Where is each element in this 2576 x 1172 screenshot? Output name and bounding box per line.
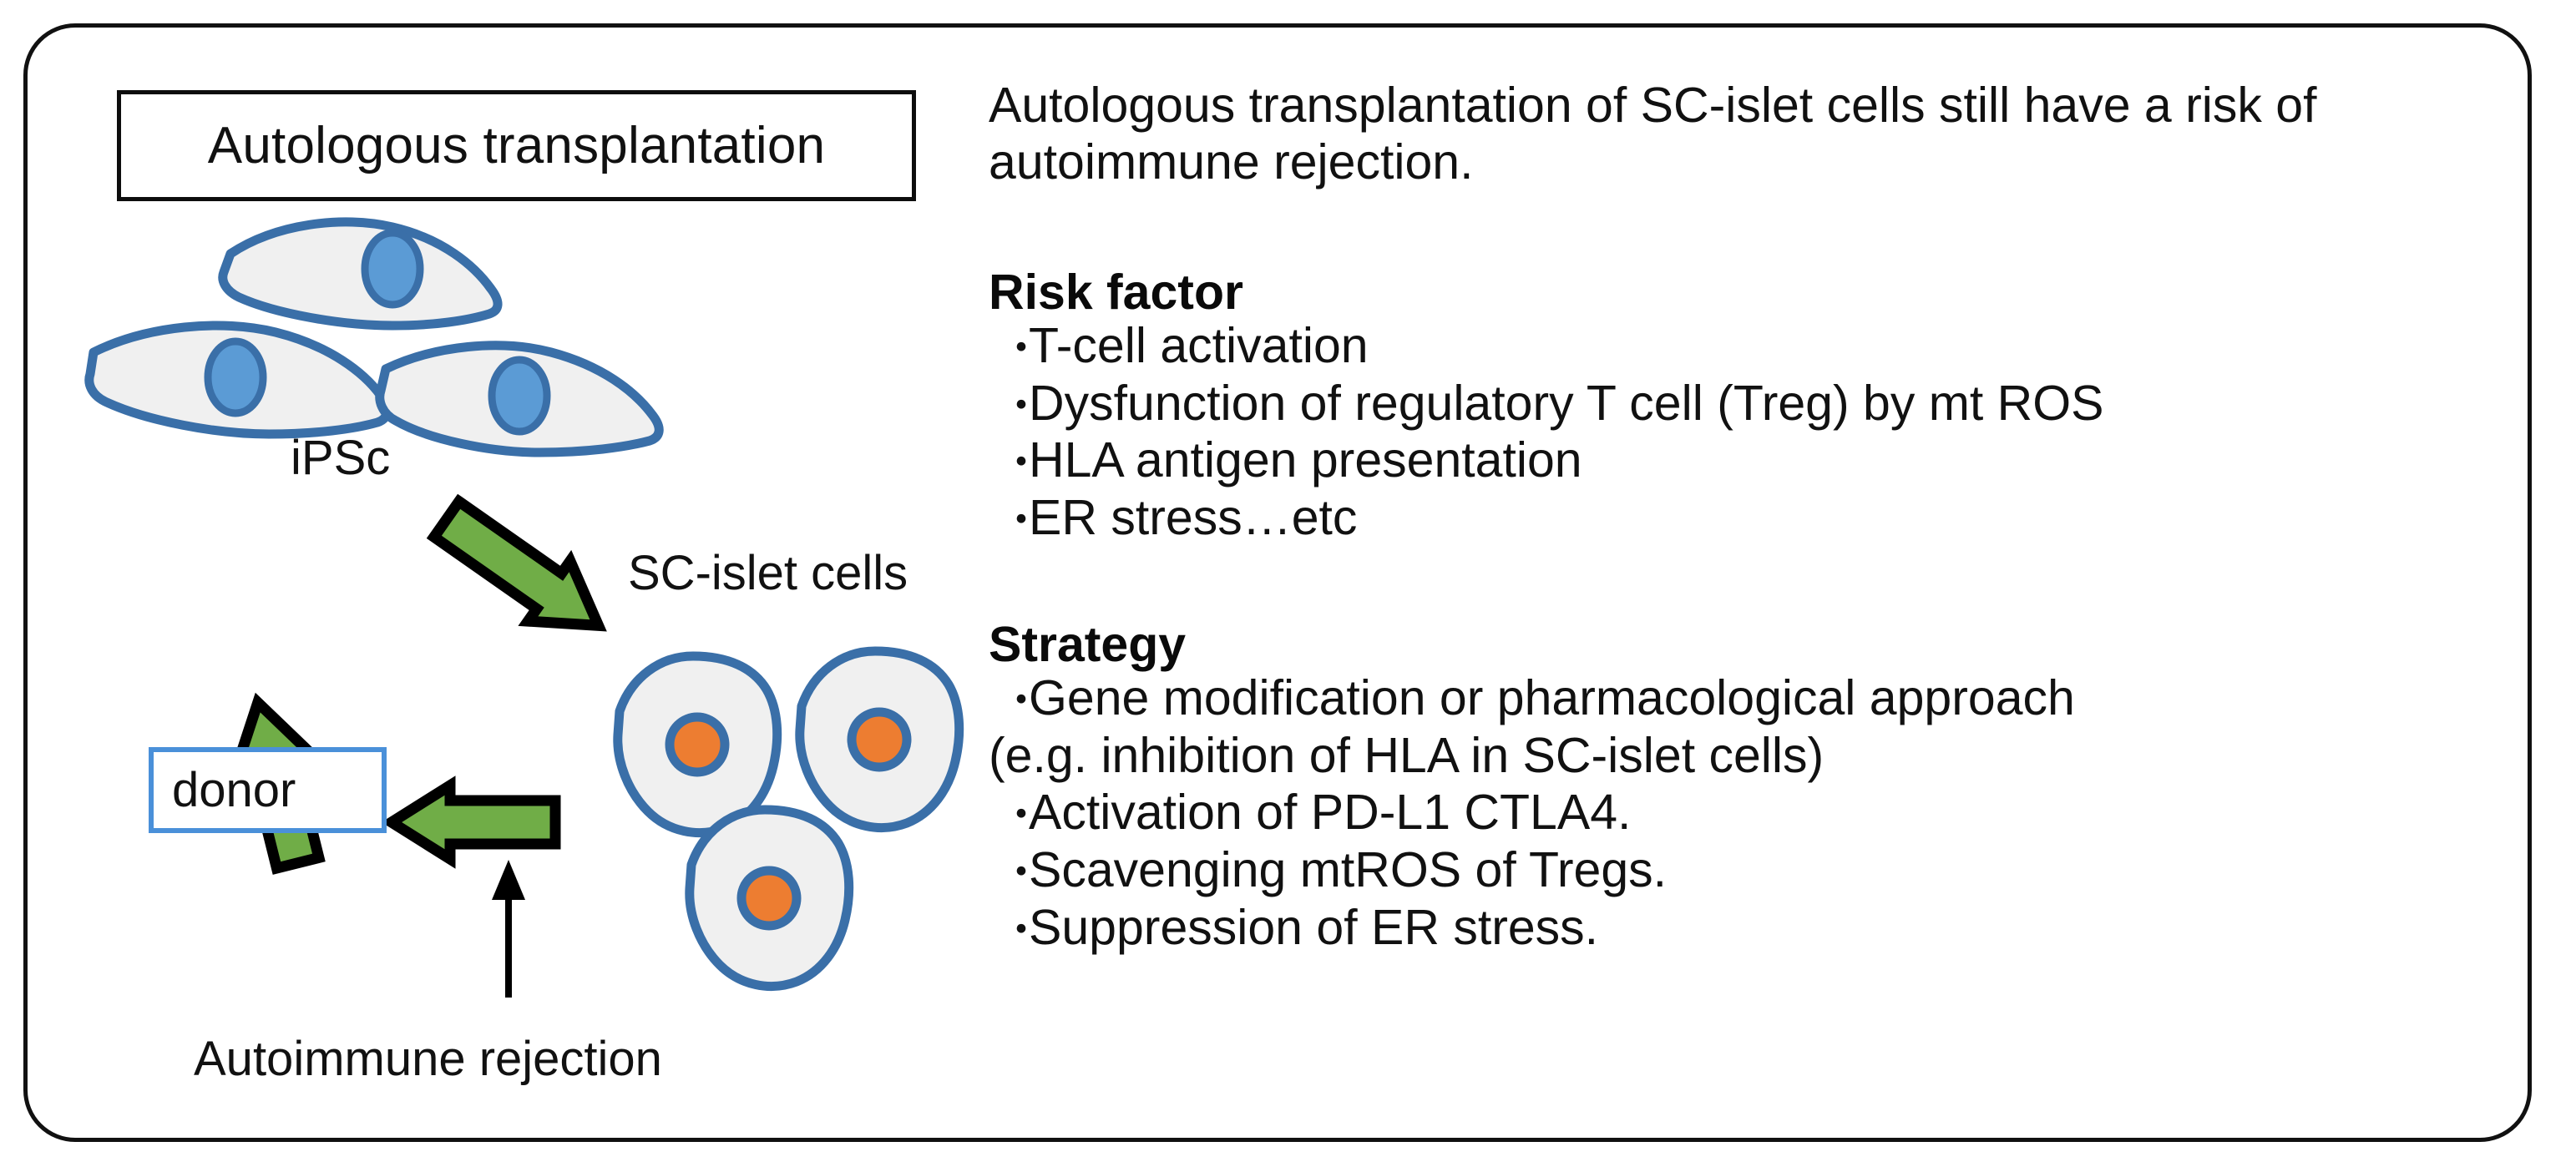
risk-factor-list: ・T-cell activation ・Dysfunction of regul… [989,317,2517,547]
list-item-label: Gene modification or pharmacological app… [1029,669,2075,725]
donor-box: donor [149,747,387,833]
autoimmune-rejection-label: Autoimmune rejection [194,1032,662,1086]
list-item: ・HLA antigen presentation [989,432,2517,489]
strategy-example-line: (e.g. inhibition of HLA in SC-islet cell… [989,727,1824,783]
bullet-dot-icon: ・ [1000,791,1042,839]
list-item-label: Dysfunction of regulatory T cell (Treg) … [1029,375,2104,431]
list-item-label: ER stress…etc [1029,490,1358,546]
list-item-label: Scavenging mtROS of Tregs. [1029,842,1668,898]
bullet-dot-icon: ・ [1000,676,1042,724]
strategy-heading: Strategy [989,616,1187,672]
risk-section-spacer [989,191,2517,268]
ipsc-label: iPSc [291,431,391,485]
list-item: ・Gene modification or pharmacological ap… [989,669,2517,727]
sc-islet-cells-label: SC-islet cells [628,546,908,600]
list-item: ・Suppression of ER stress. [989,899,2517,957]
list-item: ・T-cell activation [989,317,2517,375]
strategy-list-continued: ・Activation of PD-L1 CTLA4. ・Scavenging … [989,784,2517,956]
list-item: ・Dysfunction of regulatory T cell (Treg)… [989,375,2517,432]
list-item-label: Suppression of ER stress. [1029,899,1599,955]
intro-paragraph: Autologous transplantation of SC-islet c… [989,78,2317,190]
list-item: ・Scavenging mtROS of Tregs. [989,841,2517,899]
bullet-dot-icon: ・ [1000,849,1042,897]
donor-label: donor [172,762,296,817]
bullet-dot-icon: ・ [1000,439,1042,487]
strategy-section: Strategy ・Gene modification or pharmacol… [989,616,2517,957]
bullet-dot-icon: ・ [1000,906,1042,953]
strategy-list: ・Gene modification or pharmacological ap… [989,669,2517,727]
explanatory-text-column: Autologous transplantation of SC-islet c… [989,77,2517,956]
outer-rounded-frame [23,23,2532,1142]
risk-factor-section: Risk factor ・T-cell activation ・Dysfunct… [989,264,2517,547]
title-box-label: Autologous transplantation [207,116,826,174]
bullet-dot-icon: ・ [1000,324,1042,371]
list-item: ・Activation of PD-L1 CTLA4. [989,784,2517,841]
bullet-dot-icon: ・ [1000,381,1042,429]
list-item-label: Activation of PD-L1 CTLA4. [1029,785,1632,841]
risk-factor-heading: Risk factor [989,264,1243,320]
list-item: ・ER stress…etc [989,489,2517,547]
strategy-section-spacer [989,547,2517,620]
title-box: Autologous transplantation [117,90,916,201]
list-item-label: T-cell activation [1029,317,1369,373]
bullet-dot-icon: ・ [1000,497,1042,544]
list-item-label: HLA antigen presentation [1029,432,1582,488]
